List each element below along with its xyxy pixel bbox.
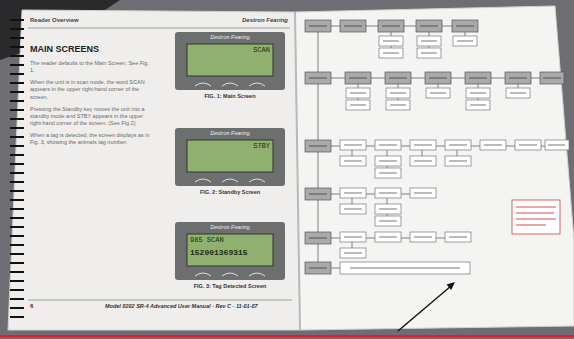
right-page	[295, 6, 574, 330]
soft-keys	[195, 179, 265, 182]
body-paragraph: Pressing the Standby key moves the unit …	[30, 106, 150, 127]
body-paragraph: The reader defaults to the Main Screen. …	[30, 60, 150, 74]
body-paragraph: When a tag is detected, the screen displ…	[30, 132, 150, 146]
footer-rule	[28, 300, 292, 301]
page-number: 6	[30, 303, 33, 310]
page-fold	[295, 12, 300, 330]
reader-figure	[175, 222, 285, 280]
left-page	[8, 10, 300, 330]
device-label: Destron Fearing	[210, 34, 249, 41]
reader-figure	[175, 32, 285, 90]
soft-keys	[195, 273, 265, 276]
figure-caption: FIG. 1: Main Screen	[204, 93, 255, 100]
illegible-box-text	[309, 26, 565, 268]
lcd-text: SCAN	[253, 46, 270, 54]
red-note	[512, 200, 560, 234]
flowchart-lines	[318, 26, 545, 268]
flowchart-gray-boxes	[305, 20, 564, 274]
device-body	[175, 32, 285, 90]
footer-text: Model 8202 SR-4 Advanced User Manual - R…	[105, 303, 258, 310]
header-rule	[28, 28, 290, 29]
lcd-text: STBY	[253, 142, 270, 150]
lcd-tag-number: 152001369315	[190, 248, 248, 258]
pointer-arrowhead	[447, 282, 455, 290]
lcd-text: 985 SCAN	[190, 236, 224, 244]
figure-caption: FIG. 3: Tag Detected Screen	[194, 283, 267, 290]
lcd-screen	[187, 234, 273, 266]
lcd-screen	[187, 140, 273, 172]
running-header: Destron Fearing	[242, 17, 288, 24]
device-body	[175, 222, 285, 280]
soft-keys	[195, 83, 265, 86]
flowchart-white-boxes	[340, 36, 569, 274]
device-label: Destron Fearing	[210, 224, 249, 231]
device-body	[175, 128, 285, 186]
lcd-screen	[187, 44, 273, 76]
spiral-binding	[10, 20, 24, 317]
section-heading: MAIN SCREENS	[30, 44, 99, 55]
running-header: Reader Overview	[30, 17, 79, 24]
body-paragraph: When the unit is in scan mode, the word …	[30, 79, 150, 100]
red-rule	[0, 335, 574, 337]
pointer-arrow-line	[398, 286, 451, 331]
reader-figure	[175, 128, 285, 186]
device-label: Destron Fearing	[210, 130, 249, 137]
figure-caption: FIG. 2: Standby Screen	[200, 189, 260, 196]
